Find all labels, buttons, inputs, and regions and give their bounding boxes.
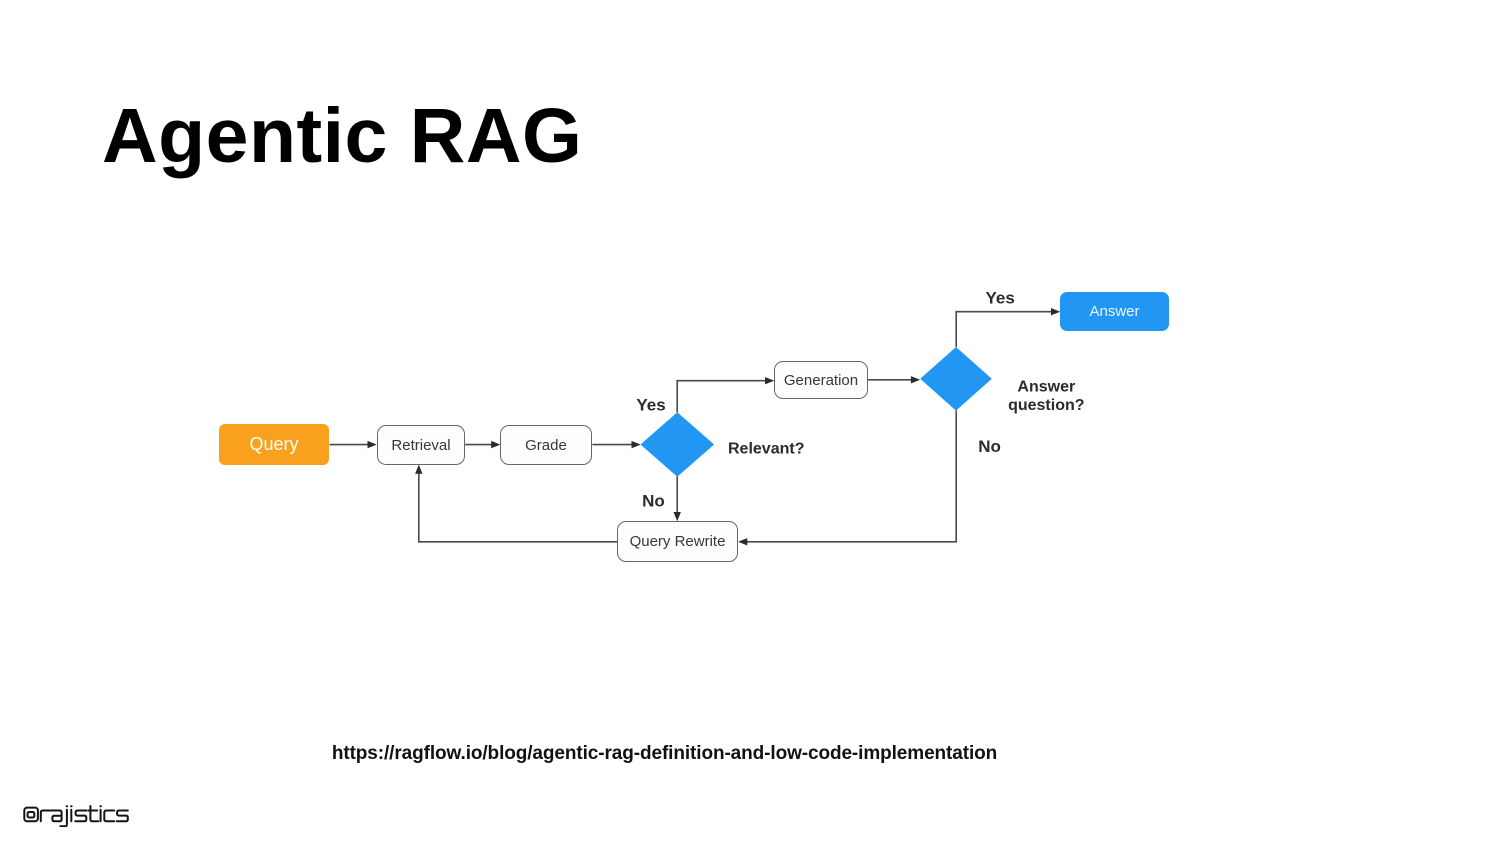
svg-text:No: No [978,437,1001,456]
svg-text:Answer: Answer [1017,379,1075,396]
svg-text:question?: question? [1008,397,1084,414]
svg-text:Yes: Yes [636,396,665,415]
svg-text:Yes: Yes [986,289,1015,308]
svg-text:Relevant?: Relevant? [728,441,804,458]
svg-text:No: No [642,492,665,511]
